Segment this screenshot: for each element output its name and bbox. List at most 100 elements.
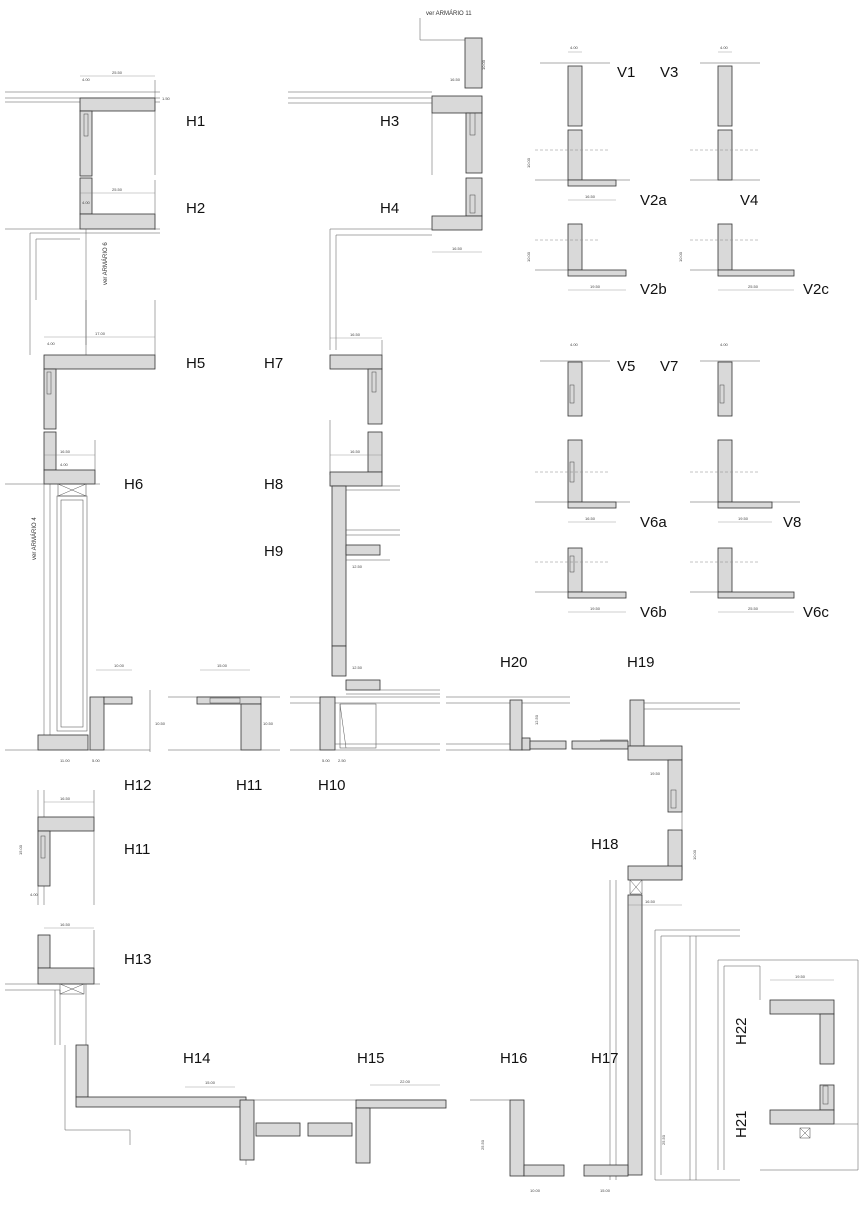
svg-text:10.00: 10.00: [678, 251, 683, 262]
label-h19: H19: [627, 654, 655, 671]
svg-text:19.50: 19.50: [590, 606, 601, 611]
label-v4: V4: [740, 192, 758, 209]
label-v3: V3: [660, 64, 678, 81]
svg-text:25.50: 25.50: [112, 187, 123, 192]
svg-text:16.50: 16.50: [350, 449, 361, 454]
svg-text:4.00: 4.00: [30, 892, 39, 897]
label-v1: V1: [617, 64, 635, 81]
svg-text:10.00: 10.00: [481, 59, 486, 70]
label-h17: H17: [591, 1050, 619, 1067]
label-v2b: V2b: [640, 281, 667, 298]
detail-h11-lower: 16.50 15.00 4.00 H11: [18, 790, 150, 905]
label-h6: H6: [124, 476, 143, 493]
detail-h4: 16.50 H4: [329, 177, 483, 350]
detail-h16: 25.50 10.00 H16: [470, 1050, 565, 1193]
detail-h6: 16.50 4.00 H6 ver ARMÁRIO 4: [5, 431, 143, 745]
detail-h12: 10.00 11.00 5.00 10.50 H12: [5, 663, 166, 794]
svg-text:4.00: 4.00: [570, 45, 579, 50]
svg-text:17.00: 17.00: [95, 331, 106, 336]
svg-text:16.50: 16.50: [585, 516, 596, 521]
svg-text:19.50: 19.50: [738, 516, 749, 521]
detail-v6b: 19.50 V6b: [535, 547, 667, 621]
detail-h2: 25.50 4.00 H2 ver ARMÁRIO 6: [5, 177, 205, 345]
svg-text:15.00: 15.00: [600, 1188, 611, 1193]
ref-armario-11: ver ARMÁRIO 11: [426, 10, 472, 17]
svg-text:15.00: 15.00: [205, 1080, 216, 1085]
svg-text:12.50: 12.50: [352, 665, 363, 670]
svg-text:16.50: 16.50: [450, 77, 461, 82]
label-v2c: V2c: [803, 281, 829, 298]
detail-v7-v8: 19.50 4.00 V7 V8: [660, 342, 801, 531]
label-v6a: V6a: [640, 514, 667, 531]
detail-h21: H21: [733, 1084, 858, 1139]
ref-armario-4: ver ARMÁRIO 4: [31, 517, 38, 560]
detail-h19: 19.50 H19: [571, 654, 740, 776]
svg-text:10.00: 10.00: [526, 157, 531, 168]
detail-h10: 5.00 2.50 H10: [290, 696, 440, 794]
detail-h7: 16.50 H7: [264, 332, 383, 425]
label-h5: H5: [186, 355, 205, 372]
svg-text:5.00: 5.00: [322, 758, 331, 763]
svg-text:10.50: 10.50: [155, 721, 166, 726]
label-h2: H2: [186, 200, 205, 217]
svg-text:10.50: 10.50: [263, 721, 274, 726]
svg-text:15.00: 15.00: [217, 663, 228, 668]
label-h18: H18: [591, 836, 619, 853]
detail-h14: 15.00 H14: [183, 1050, 235, 1088]
detail-h3: ver ARMÁRIO 11 16.50 10.00 H3: [288, 10, 486, 175]
detail-h1: 25.50 4.00 1.50 H1: [5, 70, 205, 177]
svg-text:25.50: 25.50: [112, 70, 123, 75]
svg-text:12.50: 12.50: [352, 564, 363, 569]
label-v2a: V2a: [640, 192, 667, 209]
label-h20: H20: [500, 654, 528, 671]
label-v6b: V6b: [640, 604, 667, 621]
shelf-section: [79, 97, 156, 112]
svg-text:4.00: 4.00: [720, 342, 729, 347]
detail-h11-upper: 15.00 10.50 H11: [168, 663, 280, 794]
svg-text:1.50: 1.50: [162, 96, 171, 101]
detail-h17: 15.00 25.50 H17: [583, 929, 740, 1193]
label-h1: H1: [186, 113, 205, 130]
svg-text:16.50: 16.50: [60, 796, 71, 801]
svg-text:10.00: 10.00: [114, 663, 125, 668]
label-h11-lower: H11: [124, 841, 150, 858]
label-h9: H9: [264, 543, 283, 560]
svg-text:4.00: 4.00: [720, 45, 729, 50]
svg-text:22.00: 22.00: [400, 1079, 411, 1084]
detail-h8: 16.50 H8: [264, 420, 400, 493]
svg-text:19.50: 19.50: [650, 771, 661, 776]
label-h15: H15: [357, 1050, 385, 1067]
svg-text:11.00: 11.00: [60, 758, 70, 763]
svg-text:16.50: 16.50: [452, 246, 463, 251]
svg-text:4.00: 4.00: [47, 341, 56, 346]
svg-text:4.00: 4.00: [82, 77, 91, 82]
label-v6c: V6c: [803, 604, 829, 621]
svg-text:16.50: 16.50: [60, 922, 71, 927]
svg-text:19.50: 19.50: [590, 284, 601, 289]
label-v7: V7: [660, 358, 678, 375]
detail-h9: 12.50 12.50 H9: [264, 485, 440, 695]
label-v5: V5: [617, 358, 635, 375]
detail-h5: 17.00 4.00 H5: [29, 300, 205, 430]
detail-h18: 16.50 10.00 H18: [591, 759, 697, 1180]
svg-text:25.50: 25.50: [661, 1134, 666, 1145]
svg-text:10.00: 10.00: [692, 849, 697, 860]
label-h16: H16: [500, 1050, 528, 1067]
svg-text:19.50: 19.50: [795, 974, 806, 979]
detail-v5-v6a: 16.50 4.00 V5 V6a: [535, 342, 667, 531]
svg-text:10.00: 10.00: [530, 1188, 541, 1193]
label-h10: H10: [318, 777, 346, 794]
detail-v1-v2a: 4.00 16.50 10.00 V1 V2a: [526, 45, 667, 209]
svg-text:16.50: 16.50: [350, 332, 361, 337]
svg-text:10.00: 10.00: [526, 251, 531, 262]
label-h3: H3: [380, 113, 399, 130]
svg-text:25.50: 25.50: [748, 606, 759, 611]
svg-text:4.00: 4.00: [570, 342, 579, 347]
stepped-wall-left: [64, 984, 255, 1165]
svg-text:4.00: 4.00: [60, 462, 69, 467]
svg-text:16.50: 16.50: [60, 449, 71, 454]
label-h21: H21: [733, 1110, 750, 1138]
label-h7: H7: [264, 355, 283, 372]
